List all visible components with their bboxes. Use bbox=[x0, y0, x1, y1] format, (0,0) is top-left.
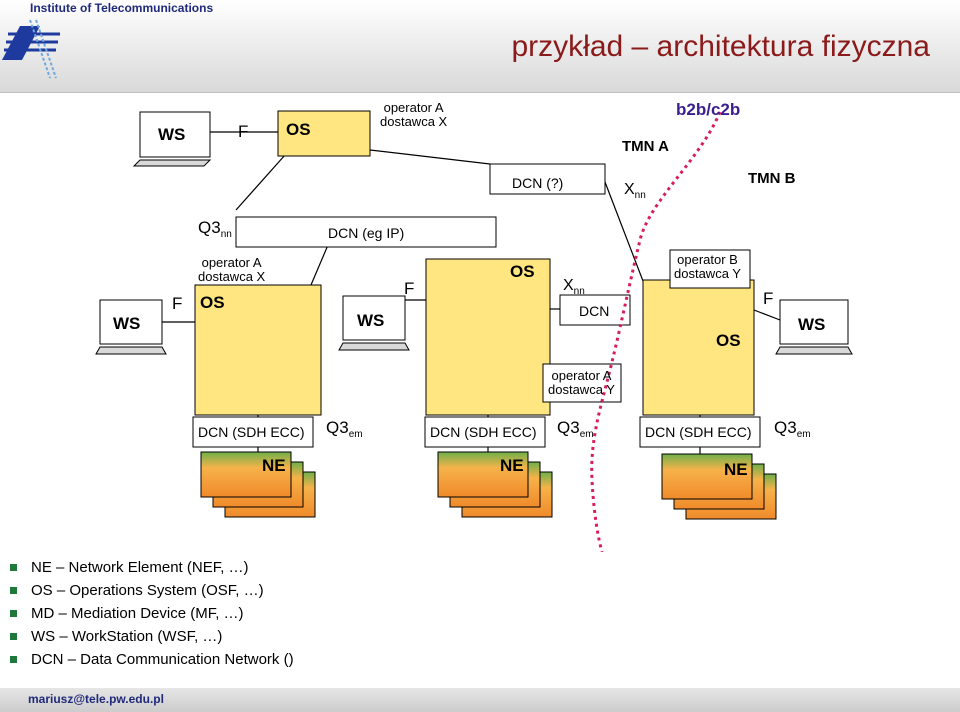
ne-stack-1 bbox=[200, 451, 316, 518]
ws-label-left: WS bbox=[113, 314, 141, 333]
os-box-left bbox=[194, 284, 322, 416]
dcn-sdh-label-3: DCN (SDH ECC) bbox=[645, 424, 752, 440]
bullet-icon bbox=[10, 564, 17, 571]
os-box-middle bbox=[425, 258, 551, 416]
slide-header: Institute of Telecommunications przykład… bbox=[0, 0, 960, 93]
legend-item: OS – Operations System (OSF, …) bbox=[8, 579, 294, 602]
ws-icon-2 bbox=[95, 299, 167, 355]
bullet-icon bbox=[10, 656, 17, 663]
legend-item: DCN – Data Communication Network () bbox=[8, 648, 294, 671]
ws-icon-1 bbox=[132, 111, 212, 167]
ne-label-2: NE bbox=[500, 456, 524, 475]
f-label-middle: F bbox=[404, 279, 415, 298]
slide-footer: mariusz@tele.pw.edu.pl bbox=[0, 688, 960, 712]
q3-em-label-2: Q3em bbox=[557, 418, 594, 440]
legend-item: WS – WorkStation (WSF, …) bbox=[8, 625, 294, 648]
f-label-right: F bbox=[763, 289, 774, 308]
dcn-sdh-label-2: DCN (SDH ECC) bbox=[430, 424, 537, 440]
os-label-left: OS bbox=[200, 293, 225, 312]
ne-label-3: NE bbox=[724, 460, 748, 479]
footer-email: mariusz@tele.pw.edu.pl bbox=[28, 692, 164, 706]
legend-item: MD – Mediation Device (MF, …) bbox=[8, 602, 294, 625]
legend-item: NE – Network Element (NEF, …) bbox=[8, 556, 294, 579]
architecture-diagram bbox=[95, 110, 853, 552]
os-box-top bbox=[277, 110, 371, 157]
connection-lines bbox=[160, 131, 781, 454]
f-label-left: F bbox=[172, 294, 183, 313]
q3-em-label-1: Q3em bbox=[326, 418, 363, 440]
ws-label-middle: WS bbox=[357, 311, 385, 330]
dcn-ip-box bbox=[235, 216, 497, 248]
ws-label-right: WS bbox=[798, 315, 826, 334]
ws-icon-4 bbox=[775, 299, 853, 355]
os-label-right: OS bbox=[716, 331, 741, 350]
q3-em-label-3: Q3em bbox=[774, 418, 811, 440]
ws-icon-3 bbox=[338, 295, 410, 351]
legend: NE – Network Element (NEF, …) OS – Opera… bbox=[8, 556, 294, 671]
f-label: F bbox=[238, 122, 249, 141]
dcn-box bbox=[559, 294, 631, 326]
dcn-sdh-label-1: DCN (SDH ECC) bbox=[198, 424, 305, 440]
q3-nn-label: Q3nn bbox=[198, 218, 232, 240]
bullet-icon bbox=[10, 587, 17, 594]
ne-stack-2 bbox=[437, 451, 553, 518]
dcn-sdh-box-3 bbox=[639, 416, 761, 448]
ws-label: WS bbox=[158, 125, 186, 144]
operator-a-dostawca-y-box bbox=[542, 363, 622, 403]
institute-name: Institute of Telecommunications bbox=[30, 1, 214, 15]
bullet-icon bbox=[10, 610, 17, 617]
x-nn-label-middle: Xnn bbox=[563, 277, 585, 297]
tmn-a-label: TMN A bbox=[622, 138, 669, 155]
x-nn-label-top: Xnn bbox=[624, 181, 646, 201]
os-label: OS bbox=[286, 120, 311, 139]
ne-label-1: NE bbox=[262, 456, 286, 475]
dcn-label: DCN bbox=[579, 303, 610, 319]
dcn-unknown-label: DCN (?) bbox=[512, 175, 564, 191]
dcn-sdh-box-1 bbox=[192, 416, 314, 448]
bullet-icon bbox=[10, 633, 17, 640]
tmn-b-label: TMN B bbox=[748, 170, 796, 187]
slide-title: przykład – architektura fizyczna bbox=[511, 30, 930, 63]
dcn-ip-label: DCN (eg IP) bbox=[328, 225, 405, 241]
b2b-label: b2b/c2b bbox=[676, 100, 741, 119]
institute-logo bbox=[2, 19, 60, 79]
dcn-sdh-box-2 bbox=[424, 416, 546, 448]
ne-stack-3 bbox=[661, 453, 777, 520]
dcn-unknown-box bbox=[489, 163, 606, 195]
os-label-middle: OS bbox=[510, 262, 535, 281]
operator-b-dostawca-y-box bbox=[669, 249, 751, 289]
